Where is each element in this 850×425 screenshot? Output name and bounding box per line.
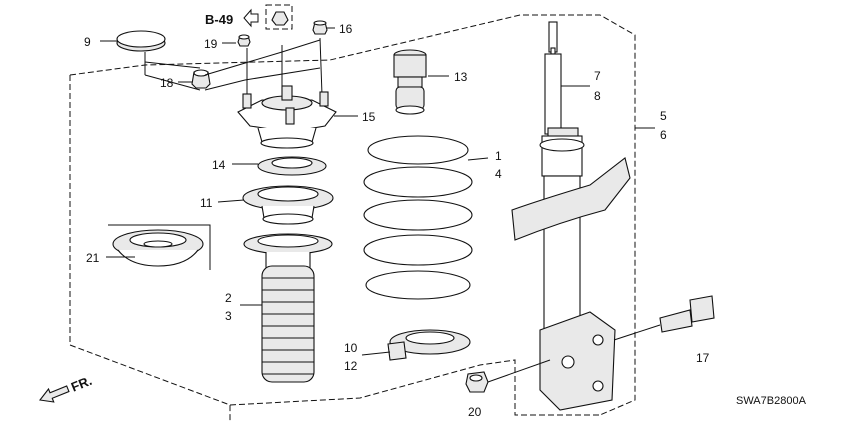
front-indicator-label: FR. [69, 373, 94, 395]
callout-17: 17 [696, 351, 710, 365]
part-21-rubber-seat[interactable] [112, 229, 204, 267]
part-18-nut[interactable] [191, 69, 211, 89]
callout-4: 4 [495, 167, 502, 181]
callout-13: 13 [454, 70, 468, 84]
callout-6: 6 [660, 128, 667, 142]
front-indicator: FR. [38, 373, 94, 403]
part-15-strut-mount[interactable] [237, 85, 337, 149]
part-2-3-dust-boot[interactable] [243, 233, 333, 383]
b49-reference[interactable]: B-49 [205, 4, 293, 30]
part-17-bolt[interactable] [613, 295, 715, 341]
callout-1: 1 [495, 149, 502, 163]
part-5-8-strut-assembly[interactable] [511, 21, 631, 411]
part-11-spring-seat[interactable] [242, 185, 334, 225]
diagram-code: SWA7B2800A [736, 395, 807, 407]
part-9-cap[interactable] [116, 30, 166, 75]
reference-label: B-49 [205, 12, 233, 27]
callout-20: 20 [468, 405, 482, 419]
front-arrow-icon [38, 385, 70, 403]
callout-8: 8 [594, 89, 601, 103]
part-16-nut[interactable] [312, 20, 328, 35]
callout-9: 9 [84, 35, 91, 49]
callout-16: 16 [339, 22, 353, 36]
callout-5: 5 [660, 109, 667, 123]
part-13-bump-stop[interactable] [393, 49, 427, 115]
assembly-boundary-top [69, 14, 636, 416]
callout-19: 19 [204, 37, 218, 51]
assembly-boundary [69, 75, 231, 423]
assembly-boundary-bottom [229, 359, 600, 416]
nut-reference-box [265, 4, 293, 30]
part-1-4-coil-spring[interactable] [363, 135, 473, 300]
callout-7: 7 [594, 69, 601, 83]
callout-18: 18 [160, 76, 174, 90]
callout-12: 12 [344, 359, 358, 373]
callout-15: 15 [362, 110, 376, 124]
callout-11: 11 [200, 196, 213, 210]
arrow-left-icon [243, 8, 259, 28]
callout-10: 10 [344, 341, 358, 355]
part-10-12-lower-seat[interactable] [387, 329, 471, 361]
part-19-nut[interactable] [237, 34, 251, 47]
callout-21: 21 [86, 251, 100, 265]
callout-14: 14 [212, 158, 226, 172]
part-20-nut[interactable] [465, 359, 551, 393]
callout-2: 2 [225, 291, 232, 305]
part-14-washer[interactable] [257, 156, 327, 176]
callout-3: 3 [225, 309, 232, 323]
nut-icon [271, 11, 289, 26]
